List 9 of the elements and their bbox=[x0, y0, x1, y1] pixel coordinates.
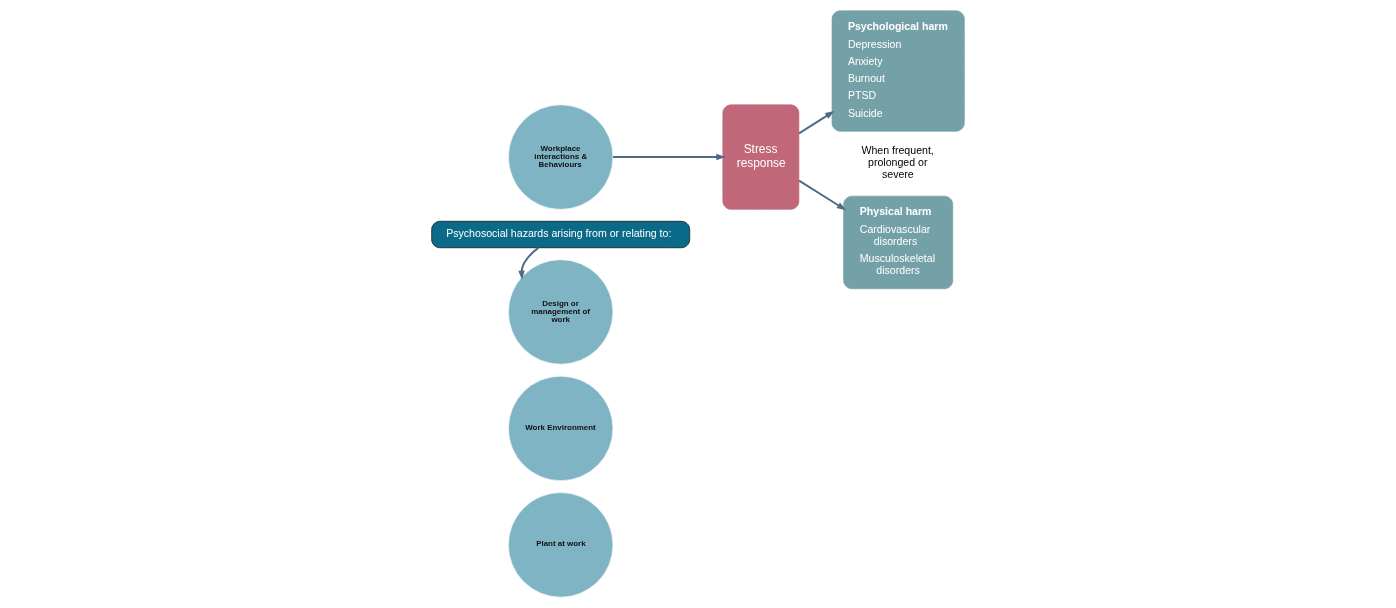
node-box: Psychological harm Depression Anxiety Burnout PTSD Suicide bbox=[831, 10, 965, 132]
node-box: Physical harm Cardiovascular disorders Musculoskeletal disorders bbox=[843, 195, 954, 290]
arrow bbox=[798, 110, 835, 135]
arrow bbox=[612, 153, 726, 161]
arrow bbox=[518, 246, 540, 280]
node-box: Stress response bbox=[722, 104, 800, 210]
arrow bbox=[798, 179, 847, 211]
node-box: Psychosocial hazards arising from or relating to: bbox=[431, 220, 691, 249]
label: When frequent, prolonged or severe bbox=[861, 144, 934, 181]
